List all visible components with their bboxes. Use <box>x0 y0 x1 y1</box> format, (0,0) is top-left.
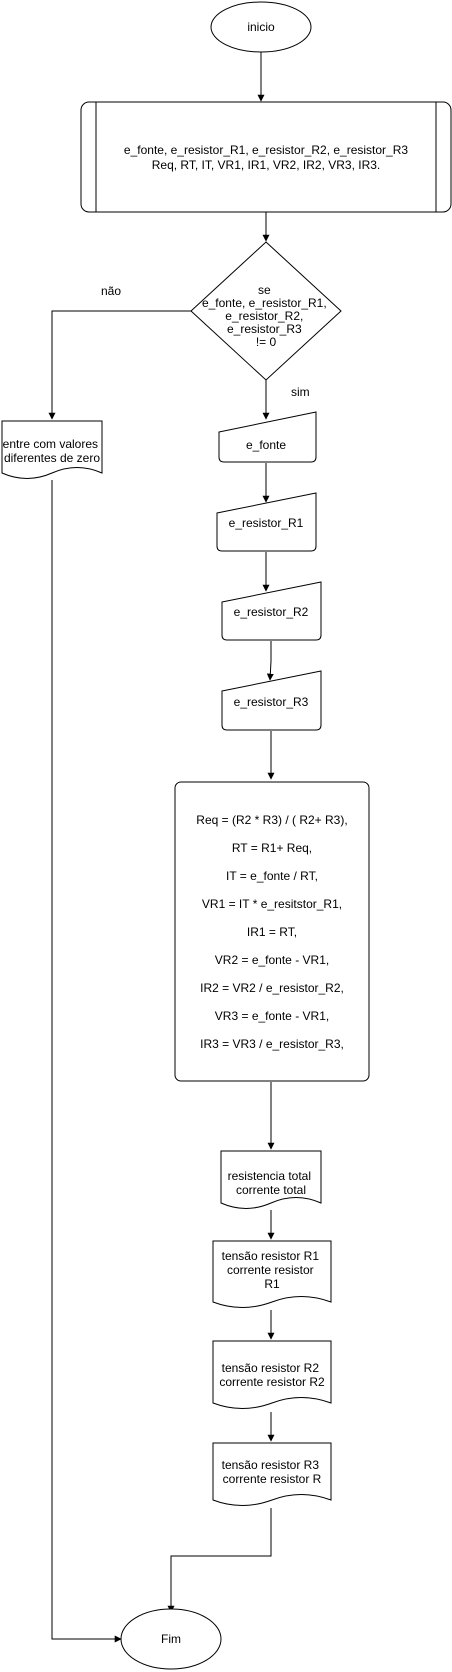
decision-line: se <box>258 283 271 297</box>
input-label: e_fonte <box>246 438 286 452</box>
process-line: IR1 = RT, <box>247 925 297 939</box>
output-text: tensão resistor R1 corrente resistor R1 <box>222 1249 323 1291</box>
arrow-output4-to-end <box>167 1508 272 1613</box>
process-line: RT = R1+ Req, <box>232 841 312 855</box>
output-line: resistencia total <box>228 1169 311 1183</box>
decision-line: e_resistor_R2, <box>225 309 303 323</box>
declaration-line-1: e_fonte, e_resistor_R1, e_resistor_R2, e… <box>124 143 408 157</box>
output-line: corrente total <box>236 1183 306 1197</box>
process-line: IR2 = VR2 / e_resistor_R2, <box>200 981 344 995</box>
decision-text: se e_fonte, e_resistor_R1, e_resistor_R2… <box>202 283 330 349</box>
input-label: e_resistor_R2 <box>234 605 309 619</box>
output-document-total: resistencia total corrente total <box>220 1150 322 1209</box>
output-line: corrente resistor R2 <box>219 1375 325 1389</box>
error-output-text: entre com valores diferentes de zero <box>3 437 102 465</box>
arrow-input3-to-input4 <box>266 641 274 681</box>
end-label: Fim <box>161 1632 181 1646</box>
no-label: não <box>101 284 121 298</box>
output-text: tensão resistor R3 corrente resistor R <box>222 1458 323 1486</box>
error-output-line: entre com valores <box>3 437 98 451</box>
decision-line: e_fonte, e_resistor_R1, <box>202 296 327 310</box>
input-e-resistor-r3: e_resistor_R3 <box>221 670 322 731</box>
output-document-r2: tensão resistor R2 corrente resistor R2 <box>212 1340 332 1409</box>
declaration-line-2: Req, RT, IT, VR1, IR1, VR2, IR2, VR3, IR… <box>152 158 381 172</box>
process-line: VR3 = e_fonte - VR1, <box>215 1009 329 1023</box>
process-line: Req = (R2 * R3) / ( R2+ R3), <box>196 813 347 827</box>
output-text: tensão resistor R2 corrente resistor R2 <box>219 1361 325 1389</box>
arrow-decision-no <box>48 310 191 420</box>
decision-line: e_resistor_R3 <box>227 322 302 336</box>
output-line: tensão resistor R2 <box>222 1361 320 1375</box>
process-line: IT = e_fonte / RT, <box>226 869 318 883</box>
input-e-resistor-r1: e_resistor_R1 <box>216 492 317 552</box>
input-e-resistor-r2: e_resistor_R2 <box>221 581 322 641</box>
input-e-fonte: e_fonte <box>218 411 317 463</box>
output-document-r3: tensão resistor R3 corrente resistor R <box>212 1442 332 1506</box>
arrow-error-to-end <box>51 480 122 1643</box>
process-line: VR1 = IT * e_resitstor_R1, <box>202 897 342 911</box>
calculation-process: Req = (R2 * R3) / ( R2+ R3), RT = R1+ Re… <box>174 781 370 1082</box>
declaration-box: e_fonte, e_resistor_R1, e_resistor_R2, e… <box>80 101 452 213</box>
input-label: e_resistor_R3 <box>234 695 309 709</box>
connectors <box>48 47 275 1643</box>
output-line: tensão resistor R3 <box>222 1458 320 1472</box>
decision-line: != 0 <box>256 335 277 349</box>
error-output-line: diferentes de zero <box>4 451 100 465</box>
start-label: inicio <box>247 20 275 34</box>
decision-diamond: se e_fonte, e_resistor_R1, e_resistor_R2… <box>190 241 342 381</box>
output-line: R1 <box>264 1277 280 1291</box>
output-line: corrente resistor <box>227 1263 314 1277</box>
input-label: e_resistor_R1 <box>229 516 304 530</box>
end-terminator: Fim <box>120 1608 222 1670</box>
output-line: corrente resistor R <box>223 1472 322 1486</box>
output-document-r1: tensão resistor R1 corrente resistor R1 <box>212 1240 332 1308</box>
output-line: tensão resistor R1 <box>222 1249 320 1263</box>
output-text: resistencia total corrente total <box>228 1169 315 1197</box>
error-output-document: entre com valores diferentes de zero <box>1 420 103 479</box>
start-terminator: inicio <box>210 1 312 53</box>
process-line: VR2 = e_fonte - VR1, <box>215 953 329 967</box>
yes-label: sim <box>291 385 310 399</box>
process-line: IR3 = VR3 / e_resistor_R3, <box>200 1037 344 1051</box>
